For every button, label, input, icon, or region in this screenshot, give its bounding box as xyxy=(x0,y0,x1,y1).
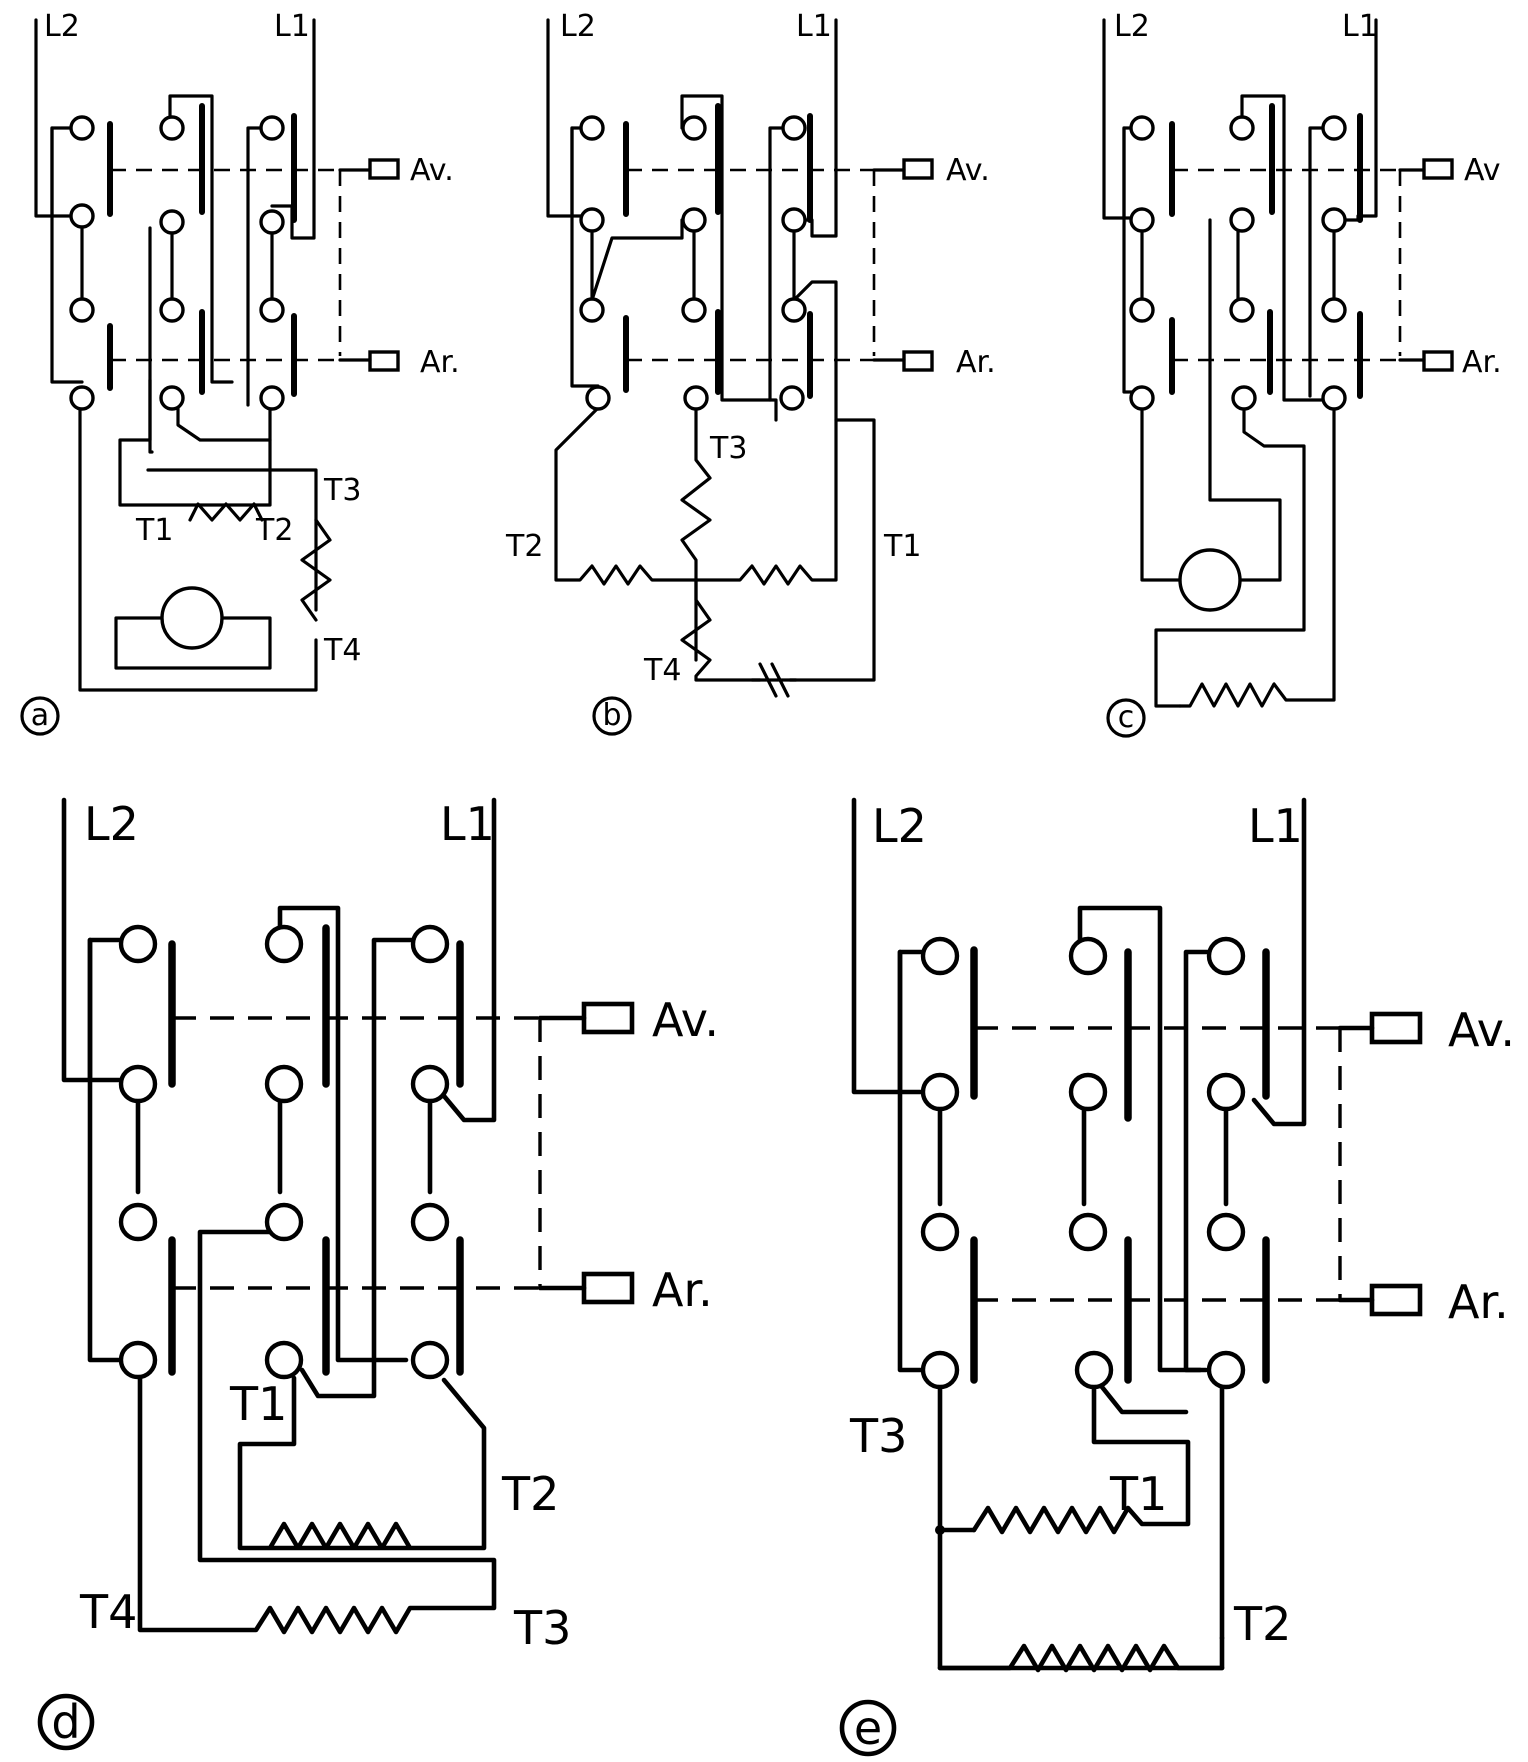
label-forward-e: Av. xyxy=(1448,1003,1515,1057)
label-reverse-b: Ar. xyxy=(956,345,996,380)
label-line2-e: L2 xyxy=(872,799,927,853)
diagram-letter-c: c xyxy=(1118,700,1135,735)
label-line1-b: L1 xyxy=(796,9,832,44)
label-t4-b: T4 xyxy=(643,653,681,688)
label-line1-d: L1 xyxy=(440,797,495,851)
diagram-letter-ring-b xyxy=(592,696,632,736)
diagram-letter-ring-a xyxy=(20,696,60,736)
label-forward-d: Av. xyxy=(652,993,719,1047)
label-t1-b: T1 xyxy=(883,529,921,564)
diagram-e: L2 L1 Av. Ar. T1 T2 T3 e xyxy=(839,797,1515,1757)
diagram-letter-ring-d xyxy=(37,1693,95,1751)
label-line1-e: L1 xyxy=(1248,799,1303,853)
label-t2-e: T2 xyxy=(1233,1597,1291,1651)
diagram-d: L2 L1 Av. Ar. T1 T2 T3 T4 d xyxy=(37,797,719,1751)
wiring-e xyxy=(851,797,1423,1673)
label-reverse-d: Ar. xyxy=(652,1263,713,1317)
label-line2-a: L2 xyxy=(44,9,80,44)
label-t4-d: T4 xyxy=(79,1585,137,1639)
label-t4-a: T4 xyxy=(323,633,361,668)
diagram-b: L2 L1 Av. Ar. T1 T2 T3 T4 b xyxy=(505,9,996,736)
label-t2-a: T2 xyxy=(255,513,293,548)
wiring-d xyxy=(61,797,635,1635)
label-t3-a: T3 xyxy=(323,473,361,508)
label-line2-b: L2 xyxy=(560,9,596,44)
label-t1-e: T1 xyxy=(1109,1467,1167,1521)
label-line1-a: L1 xyxy=(274,9,310,44)
label-t3-d: T3 xyxy=(513,1601,571,1655)
label-t1-d: T1 xyxy=(229,1377,287,1431)
diagram-letter-b: b xyxy=(602,698,621,733)
wiring-c xyxy=(1102,18,1454,708)
label-forward-c: Av xyxy=(1464,153,1501,188)
terminals-e xyxy=(920,936,1246,1390)
label-t1-a: T1 xyxy=(135,513,173,548)
label-forward-a: Av. xyxy=(410,153,454,188)
label-t2-d: T2 xyxy=(501,1467,559,1521)
label-forward-b: Av. xyxy=(946,153,990,188)
label-line1-c: L1 xyxy=(1342,9,1378,44)
terminals-a xyxy=(69,115,285,411)
diagram-letter-ring-c xyxy=(1106,698,1146,738)
label-reverse-c: Ar. xyxy=(1462,345,1502,380)
label-t3-e: T3 xyxy=(849,1409,907,1463)
label-line2-c: L2 xyxy=(1114,9,1150,44)
wiring-b xyxy=(546,18,934,698)
diagram-c: L2 L1 Av Ar. c xyxy=(1102,9,1502,738)
terminals-b xyxy=(579,115,807,411)
diagram-a: L2 L1 Av. Ar. T1 T2 T3 T4 a xyxy=(20,9,460,736)
label-line2-d: L2 xyxy=(84,797,139,851)
terminals-d xyxy=(118,924,450,1380)
terminals-c xyxy=(1129,115,1347,411)
diagram-letter-a: a xyxy=(31,698,49,733)
diagram-letter-d: d xyxy=(51,1695,80,1749)
label-t3-b: T3 xyxy=(709,431,747,466)
diagram-letter-ring-e xyxy=(839,1699,897,1757)
diagram-letter-e: e xyxy=(854,1701,882,1755)
label-reverse-e: Ar. xyxy=(1448,1275,1509,1329)
wiring-a xyxy=(34,18,400,692)
label-t2-b: T2 xyxy=(505,529,543,564)
label-reverse-a: Ar. xyxy=(420,345,460,380)
